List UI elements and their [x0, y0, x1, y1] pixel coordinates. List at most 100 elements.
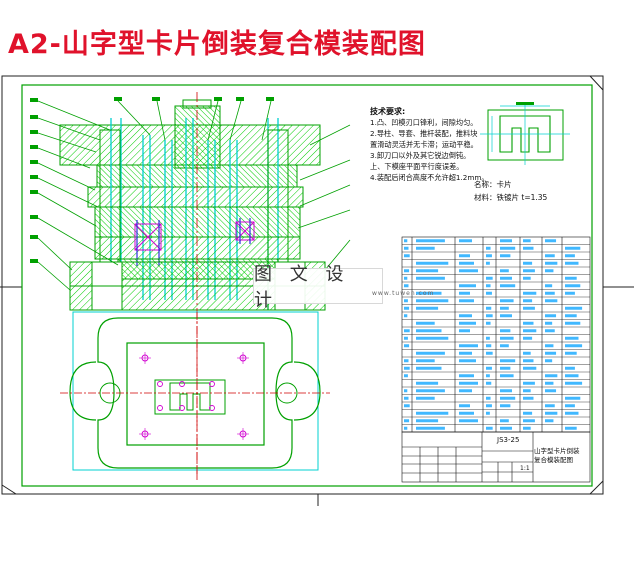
bom-cell	[486, 321, 491, 325]
bom-cell	[565, 246, 581, 250]
bom-cell	[500, 366, 511, 370]
bom-cell	[523, 389, 531, 393]
bom-cell	[565, 411, 579, 415]
bom-cell	[416, 419, 439, 423]
bom-cell	[545, 404, 555, 408]
watermark-sub: www.tuwen.com	[372, 290, 435, 297]
bom-cell	[404, 276, 408, 280]
bom-cell	[416, 291, 442, 295]
bom-cell	[404, 389, 408, 393]
bom-cell	[404, 269, 410, 273]
notes-line: 1.凸、凹模刃口锋利，间隙均匀。	[370, 118, 478, 127]
bom-cell	[545, 291, 555, 295]
bom-cell	[545, 254, 555, 258]
bom-cell	[486, 396, 491, 400]
bom-cell	[523, 239, 531, 243]
bom-cell	[500, 374, 514, 378]
bom-cell	[459, 344, 478, 348]
bom-cell	[565, 374, 579, 378]
bom-cell	[404, 284, 409, 288]
bom-cell	[545, 419, 554, 423]
bom-cell	[545, 321, 553, 325]
bom-cell	[500, 396, 516, 400]
bom-cell	[500, 389, 512, 393]
bom-cell	[565, 381, 583, 385]
bom-cell	[404, 306, 410, 310]
bom-cell	[486, 351, 493, 355]
bom-cell	[416, 306, 439, 310]
bom-cell	[486, 366, 492, 370]
bom-cell	[459, 329, 470, 333]
notes-line: 2.导柱、导套、推杆装配，推料块	[370, 129, 478, 138]
bom-cell	[545, 381, 554, 385]
bom-cell	[523, 321, 534, 325]
sheet-frame	[0, 75, 634, 506]
bom-cell	[416, 246, 435, 250]
bom-cell	[459, 419, 478, 423]
bom-cell	[486, 374, 490, 378]
bom-cell	[459, 359, 476, 363]
inner-border	[21, 84, 593, 487]
bom-cell	[486, 336, 490, 340]
drawing-title: A2-山字型卡片倒装复合模装配图	[8, 29, 426, 60]
bom-cell	[565, 336, 579, 340]
plan-view	[60, 311, 330, 475]
bom-rows	[402, 239, 590, 430]
bom-cell	[500, 336, 514, 340]
part-sketch	[480, 102, 570, 165]
notes-line: 置滑动灵活并无卡滞；运动平稳。	[370, 140, 478, 149]
bom-cell	[565, 284, 581, 288]
bom-cell	[459, 321, 476, 325]
bom-cell	[404, 419, 410, 423]
bom-cell	[500, 419, 509, 423]
bom-cell	[565, 314, 577, 318]
bom-cell	[459, 254, 470, 258]
bom-cell	[486, 261, 490, 265]
bom-cell	[404, 404, 410, 408]
bom-cell	[459, 291, 470, 295]
bom-cell	[523, 359, 534, 363]
bom-cell	[545, 359, 553, 363]
bom-cell	[565, 321, 581, 325]
bom-cell	[416, 336, 449, 340]
bom-cell	[565, 404, 575, 408]
bom-cell	[500, 269, 509, 273]
bom-cell	[404, 374, 408, 378]
bom-cell	[486, 411, 490, 415]
bom-cell	[523, 419, 535, 423]
bom-cell	[416, 329, 442, 333]
bom-cell	[486, 404, 492, 408]
bom-cell	[416, 276, 445, 280]
section-view	[59, 92, 326, 480]
bom-cell	[486, 306, 492, 310]
bom-cell	[416, 261, 449, 265]
title-block	[401, 431, 591, 483]
screw-holes	[141, 354, 247, 438]
bom-cell	[459, 389, 472, 393]
bom-cell	[404, 336, 408, 340]
bom-cell	[545, 329, 555, 333]
bom-cell	[404, 239, 408, 243]
bom-cell	[523, 351, 531, 355]
bom-cell	[486, 254, 492, 258]
bom-cell	[459, 299, 474, 303]
bom-cell	[545, 344, 554, 348]
bom-cell	[523, 246, 534, 250]
bom-cell	[523, 269, 535, 273]
bom-cell	[486, 314, 493, 318]
bom-cell	[565, 291, 575, 295]
bom-cell	[500, 426, 512, 430]
bom-cell	[486, 284, 491, 288]
bom-cell	[545, 411, 558, 415]
bom-cell	[486, 381, 492, 385]
bom-cell	[523, 291, 537, 295]
bom-cell	[416, 239, 445, 243]
bom-cell	[459, 269, 478, 273]
bom-cell	[404, 246, 409, 250]
bom-cell	[545, 351, 557, 355]
drawing-number: JS3-25	[497, 436, 520, 444]
bom-cell	[459, 314, 472, 318]
bom-cell	[416, 321, 435, 325]
bom-cell	[523, 299, 533, 303]
bom-cell	[459, 381, 478, 385]
